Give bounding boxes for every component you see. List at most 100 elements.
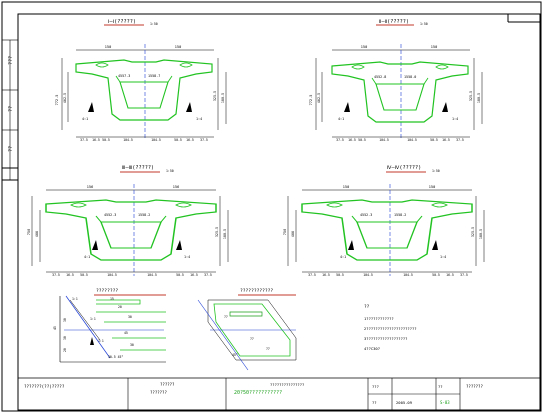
title-figure-no: ??????? [466, 384, 483, 389]
section-4-top-dim-right: 150 [429, 185, 436, 189]
detail-a-label-4: 20 [118, 305, 122, 309]
detail-b-label-3: ?? [266, 347, 270, 351]
section-4-label-1: 4:1 [340, 255, 346, 259]
section-1-bottom-dim-4: 104.5 [123, 138, 133, 142]
section-2-scale: 1:50 [420, 22, 428, 26]
section-1-label-4: 1558.7 [148, 74, 160, 78]
section-2-bottom-dim-7: 16.5 [442, 138, 450, 142]
section-4-label-4: 1558.2 [394, 213, 406, 217]
notes-line-4: 4??C30? [364, 346, 380, 351]
detail-a-label-5: 30 [128, 315, 132, 319]
section-3-bottom-dim-3: 50.5 [80, 273, 88, 277]
section-3: Ⅲ—Ⅲ(?????) 1:50 156 156 750 466 325.5 18… [27, 165, 229, 277]
section-3-height-right: 325.5 [215, 227, 219, 237]
detail-a-label-7: 30 [63, 318, 67, 322]
section-2-bottom-dim-6: 50.5 [430, 138, 438, 142]
inner-frame [17, 13, 541, 411]
title-project: ???????(??)????? [24, 384, 65, 389]
section-1-height-left: 772.5 [55, 95, 59, 106]
section-4-height-right: 325.5 [471, 227, 475, 237]
section-2-bottom-dim-1: 37.5 [336, 138, 344, 142]
side-strip-text-1: ??? [8, 56, 14, 65]
title-block: ???????(??)????? ?????? ??????? 20?50???… [18, 377, 540, 410]
section-1-bottom-dim-7: 16.5 [186, 138, 194, 142]
section-3-height-right-inner: 180.5 [223, 229, 227, 239]
notes-line-3: 3?????????????????? [364, 336, 407, 341]
section-3-bottom-dim-1: 37.5 [52, 273, 60, 277]
notes-heading: ?? [364, 304, 370, 310]
detail-a-label-9: 20 [63, 348, 67, 352]
notes: ?? 1???????????? 2??????????????????????… [364, 304, 417, 351]
section-1: Ⅰ—Ⅰ(?????) 1:50 150 150 772.5 462.5 325.… [55, 19, 227, 142]
section-2-top-dim-left: 150 [361, 45, 368, 49]
section-4-title: Ⅳ—Ⅳ(?????) [387, 165, 422, 171]
section-2-title: Ⅱ—Ⅱ(?????) [379, 19, 409, 25]
title-sheet-no: S-03 [440, 400, 450, 405]
section-4-height-left-inner: 466 [291, 231, 295, 237]
title-check: ??????? [150, 390, 167, 395]
section-1-bottom-dim-3: 50.5 [102, 138, 110, 142]
section-1-height-right-inner: 180.5 [221, 93, 225, 103]
detail-b-label-4: 45° [232, 353, 238, 357]
section-3-scale: 1:50 [166, 169, 174, 173]
section-3-label-4: 1558.2 [138, 213, 150, 217]
section-3-bottom-dim-5: 104.5 [147, 273, 157, 277]
section-4-bottom-dim-8: 37.5 [460, 273, 468, 277]
section-4-height-left: 750 [283, 229, 287, 236]
detail-a-label-10: 1:1 [98, 339, 104, 343]
section-1-scale: 1:50 [150, 22, 158, 26]
title-drawing-name: 20?50??????????? [234, 390, 282, 396]
section-1-top-dim-right: 150 [175, 45, 182, 49]
title-date-label: ?? [372, 400, 377, 405]
side-strip-text-2: ?? [8, 106, 14, 112]
section-2-top-dim-right: 150 [431, 45, 438, 49]
detail-a-label-2: 1:1 [90, 317, 96, 321]
side-strip-text-3: ?? [8, 146, 14, 152]
detail-a-label-3: 15 [110, 297, 114, 301]
section-2-bottom-dim-5: 104.5 [407, 138, 417, 142]
section-2-label-2: 1:4 [452, 117, 458, 121]
section-2-bottom-dim-8: 37.5 [456, 138, 464, 142]
section-1-bottom-dim-5: 104.5 [151, 138, 161, 142]
title-design: ?????? [160, 382, 175, 387]
section-2-height-left-inner: 462.5 [317, 93, 321, 103]
section-1-title: Ⅰ—Ⅰ(?????) [108, 19, 136, 25]
section-3-bottom-dim-4: 104.5 [107, 273, 117, 277]
detail-a-label-11: 45 [124, 331, 128, 335]
section-2-height-left: 772.5 [309, 95, 313, 106]
section-3-bottom-dim-7: 16.5 [190, 273, 198, 277]
section-3-bottom-dim-6: 50.5 [176, 273, 184, 277]
section-1-label-1: 4:1 [82, 117, 88, 121]
section-2-label-4: 1558.0 [404, 75, 416, 79]
section-4-scale: 1:50 [432, 169, 440, 173]
section-4-bottom-dim-5: 104.5 [403, 273, 413, 277]
section-4-height-right-inner: 180.5 [479, 229, 483, 239]
section-2-bottom-dim-2: 16.5 [348, 138, 356, 142]
title-reviewer: ??? [372, 384, 379, 389]
section-2-height-right-inner: 180.5 [477, 93, 481, 103]
detail-b: ???????????? ?? ?? ?? 45° [197, 288, 297, 371]
detail-b-label-1: ?? [224, 315, 228, 319]
section-1-bottom-dim-6: 50.5 [174, 138, 182, 142]
detail-a-label-12: 30 [130, 343, 134, 347]
detail-a-label-13: 30.5 45° [108, 355, 123, 359]
section-4-bottom-dim-3: 50.5 [336, 273, 344, 277]
notes-line-2: 2?????????????????????? [364, 326, 417, 331]
section-3-top-dim-right: 156 [173, 185, 180, 189]
section-1-label-3: 4557.3 [118, 74, 130, 78]
section-4: Ⅳ—Ⅳ(?????) 1:50 150 150 750 466 325.5 18… [283, 165, 485, 277]
section-3-label-3: 4552.3 [104, 213, 116, 217]
section-4-label-3: 4552.3 [360, 213, 372, 217]
detail-b-title: ???????????? [240, 288, 273, 294]
notes-line-1: 1???????????? [364, 316, 394, 321]
section-3-bottom-dim-8: 37.5 [204, 273, 212, 277]
detail-a-label-6: 45 [53, 326, 57, 330]
section-4-bottom-dim-7: 16.5 [446, 273, 454, 277]
section-1-bottom-dim-1: 37.5 [80, 138, 88, 142]
section-2-bottom-dim-4: 104.5 [379, 138, 389, 142]
section-4-bottom-dim-4: 104.5 [363, 273, 373, 277]
title-date: 2005.09 [396, 400, 413, 405]
section-4-bottom-dim-6: 50.5 [432, 273, 440, 277]
